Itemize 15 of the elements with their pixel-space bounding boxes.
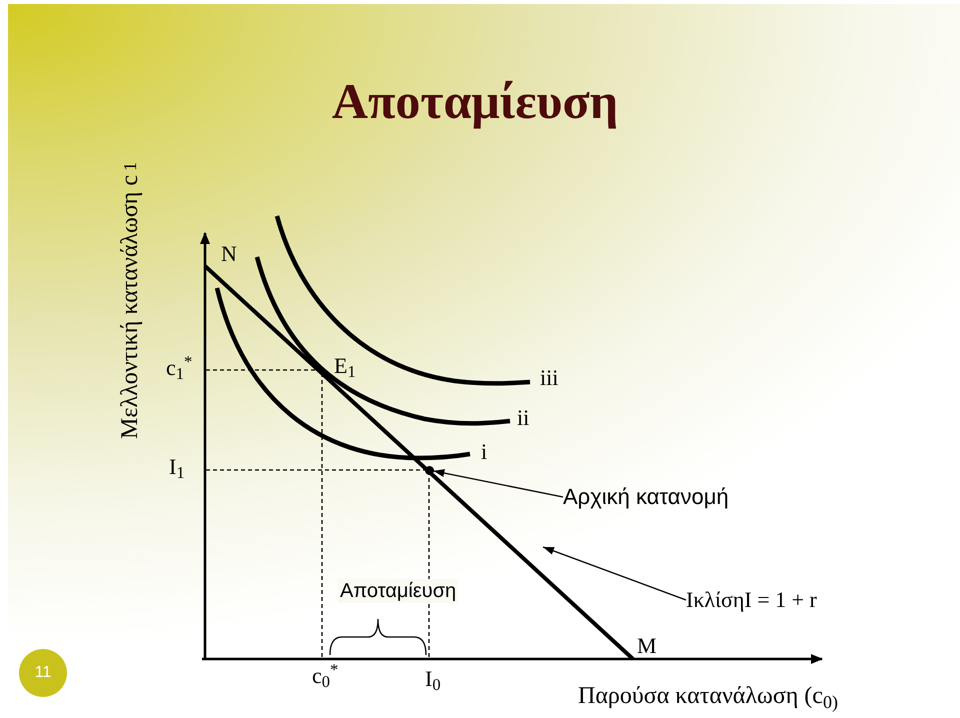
axis-value-label: I$_{1}$ <box>169 455 185 479</box>
annotation-text: Αρχική κατανομή <box>563 484 729 510</box>
curve-label: iii <box>540 366 558 390</box>
brace-label: Αποταμίευση <box>338 579 458 603</box>
arrow <box>542 546 686 601</box>
point-label: N <box>221 242 237 266</box>
point-label: E$_{1}$ <box>334 354 356 378</box>
point-label: M <box>637 634 657 658</box>
curve-label: i <box>481 440 488 464</box>
axis-value-label: I$_{0}$ <box>425 667 441 691</box>
curve-label: ii <box>517 406 530 430</box>
slide-title: Αποταμίευση <box>332 72 618 130</box>
arrow <box>433 469 564 498</box>
annotation-text: ΙκλίσηI = 1 + r <box>686 587 817 613</box>
axis-title: Παρούσα κατανάλωση (c$_{0)}$ <box>578 682 838 710</box>
